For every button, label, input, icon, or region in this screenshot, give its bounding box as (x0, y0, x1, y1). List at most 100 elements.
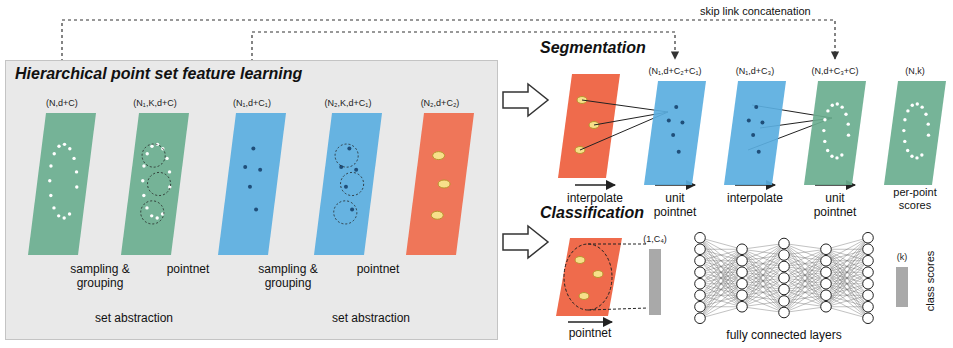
fc-link (742, 261, 784, 313)
fc-link (826, 295, 868, 318)
point (52, 206, 55, 209)
point (760, 121, 764, 125)
fc-link (826, 238, 868, 273)
plane-fill (121, 113, 189, 255)
point (155, 216, 158, 219)
fc-link (826, 307, 868, 319)
point (75, 170, 78, 173)
point (344, 185, 348, 189)
feature-plane: (N₁,d+C₁) (218, 92, 286, 255)
dimension-label: (N₁,d+C₁) (233, 98, 271, 109)
group-ball (334, 201, 357, 224)
neuron (863, 290, 874, 301)
feature-plane: (N₂,d+C₂) (406, 92, 474, 255)
neuron (863, 244, 874, 255)
neuron (821, 301, 832, 312)
point (49, 194, 52, 197)
operation-label: interpolate (720, 191, 790, 205)
fc-link (742, 244, 784, 261)
region-title: Hierarchical point set feature learning (13, 64, 304, 84)
point (145, 206, 148, 209)
point (826, 149, 829, 152)
pooling-lines (588, 244, 648, 310)
fc-link (700, 249, 742, 307)
fc-link (742, 284, 784, 313)
point (251, 147, 255, 151)
point (847, 133, 850, 136)
point (248, 185, 252, 189)
point (840, 105, 843, 108)
feature-plane (556, 238, 622, 316)
neuron (821, 278, 832, 289)
fc-link (784, 261, 826, 313)
plane-shape (644, 81, 706, 185)
fc-link (784, 244, 826, 261)
point (903, 118, 906, 121)
point-feature (575, 257, 585, 264)
stage-region: (N,d+C)(N₁,K,d+C)(N₁,d+C₁)(N₂,K,d+C₁)(N₂… (5, 60, 498, 340)
fc-link (700, 249, 742, 295)
operation-label: sampling & grouping (248, 262, 328, 290)
fc-link (784, 249, 826, 312)
fc-link (700, 249, 742, 318)
plane-fill (804, 81, 866, 185)
operation-label: unit pointnet (807, 191, 863, 219)
fc-link (700, 284, 742, 319)
point (840, 153, 843, 156)
fc-link (826, 261, 868, 307)
point (680, 121, 684, 125)
dimension-label: (N,d+C₃+C) (811, 66, 858, 77)
point (168, 170, 171, 173)
point (757, 150, 761, 154)
operation-label: pointnet (338, 262, 418, 276)
point (75, 185, 78, 188)
fc-link (742, 244, 784, 250)
feature-plane: (N,k) (884, 60, 946, 185)
vector-bar (649, 249, 661, 315)
point (142, 164, 145, 167)
fc-link (700, 249, 742, 284)
neuron (695, 278, 706, 289)
neuron (779, 250, 790, 261)
point (844, 113, 847, 116)
fc-link (826, 284, 868, 307)
point (906, 149, 909, 152)
neuron (737, 255, 748, 266)
fc-link (700, 249, 742, 272)
neuron (779, 238, 790, 249)
neuron (695, 290, 706, 301)
fc-link (700, 238, 742, 296)
neuron (695, 255, 706, 266)
neuron (695, 232, 706, 243)
point (902, 129, 905, 132)
feature-plane: (N₁,d+C₂+C₁) (644, 60, 706, 185)
fc-link (700, 238, 742, 273)
dimension-label: (N,k) (905, 66, 925, 77)
fc-link (742, 272, 784, 312)
plane-fill (28, 113, 96, 255)
fc-link (784, 244, 826, 296)
group-ball (341, 172, 364, 195)
neuron (695, 301, 706, 312)
fc-link (826, 284, 868, 319)
plane-shape (724, 81, 786, 185)
fc-link (784, 244, 826, 250)
point-feature (431, 211, 443, 219)
hollow-arrow (503, 84, 548, 116)
fc-link (700, 307, 742, 319)
plane-shape (314, 113, 382, 255)
fc-link (700, 238, 742, 261)
feature-vector: (k) (895, 246, 910, 307)
vector-bar (896, 267, 908, 307)
fc-link (826, 238, 868, 250)
fc-link (700, 238, 742, 284)
dimension-label: (N₁,d+C₃) (736, 66, 774, 77)
plane-fill (218, 113, 286, 255)
plane-shape (28, 113, 96, 255)
fc-link (826, 238, 868, 307)
neuron (821, 255, 832, 266)
fc-link (784, 244, 826, 307)
vector-shape (896, 267, 908, 307)
fc-link (700, 261, 742, 319)
